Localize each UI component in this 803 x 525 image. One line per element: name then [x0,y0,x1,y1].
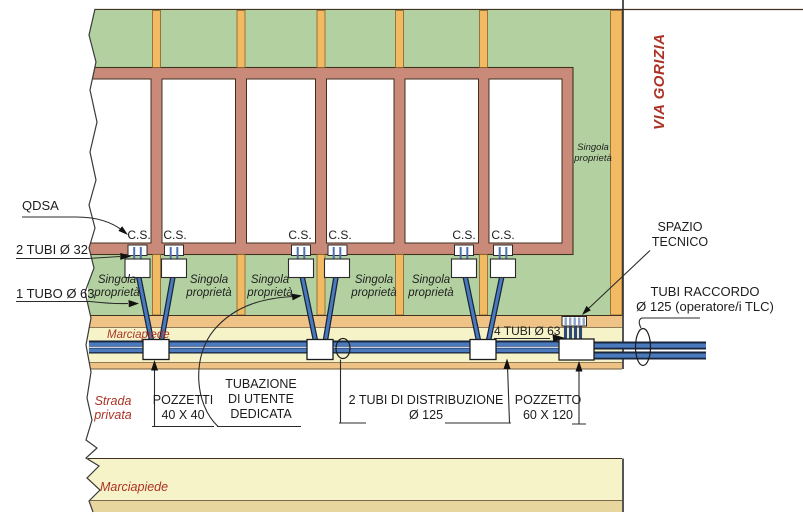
label-cs-4: C.S. [328,228,352,242]
label-cs-5: C.S. [452,228,476,242]
label-cs-3: C.S. [288,228,312,242]
label-singola-proprieta-5: Singola proprietà [408,274,454,299]
section-ellipses [335,327,652,367]
pozzetto-40x40-1 [142,338,170,361]
pozzetto-40x40-3 [469,338,497,361]
leader-arrowheads [118,226,591,372]
pozzetto-60x120 [558,338,595,361]
label-4-tubi-63: 4 TUBI Ø 63 [494,324,561,338]
label-singola-proprieta-2: Singola proprietà [186,274,232,299]
label-tubi-raccordo: TUBI RACCORDO Ø 125 (operatore/i TLC) [636,284,774,314]
label-spazio-tecnico: SPAZIO TECNICO [651,220,709,249]
raccordo-pipes [590,341,706,360]
label-singola-proprieta-1: Singola proprietà [94,274,140,299]
label-singola-proprieta-4: Singola proprietà [351,274,397,299]
label-singola-proprieta-3: Singola proprietà [247,274,293,299]
fence-posts [152,10,488,316]
pozzetti [142,338,595,361]
label-marciapiede-lower: Marciapiede [100,480,169,494]
label-qdsa: QDSA [22,198,59,213]
spazio-tecnico-box [561,316,587,327]
leader-lines [16,216,700,428]
sidewalk-lower [88,457,622,512]
meter-boxes [124,258,517,279]
user-tubes [134,270,506,344]
label-pozzetti-40x40: POZZETTI 40 X 40 [152,393,214,422]
street-name-via-gorizia: VIA GORIZIA [651,33,668,130]
pozzetto-40x40-2 [306,338,334,361]
label-cs-1: C.S. [127,228,151,242]
label-marciapiede-upper: Marciapiede [107,329,170,341]
label-singola-proprieta-right: Singola proprietà [574,142,612,164]
label-strada-privata: Strada privata [94,394,132,422]
label-cs-2: C.S. [163,228,187,242]
label-cs-6: C.S. [491,228,515,242]
label-2-tubi-32: 2 TUBI Ø 32 [16,242,89,257]
cs-boxes [127,244,513,256]
building [81,66,574,256]
torn-edge [0,8,101,513]
label-tubi-distribuzione: 2 TUBI DI DISTRIBUZIONE Ø 125 [348,393,504,422]
label-tubazione-utente: TUBAZIONE DI UTENTE DEDICATA [225,377,297,421]
label-pozzetto-60x120: POZZETTO 60 X 120 [514,393,582,422]
label-1-tubo-63: 1 TUBO Ø 63 [16,286,95,301]
